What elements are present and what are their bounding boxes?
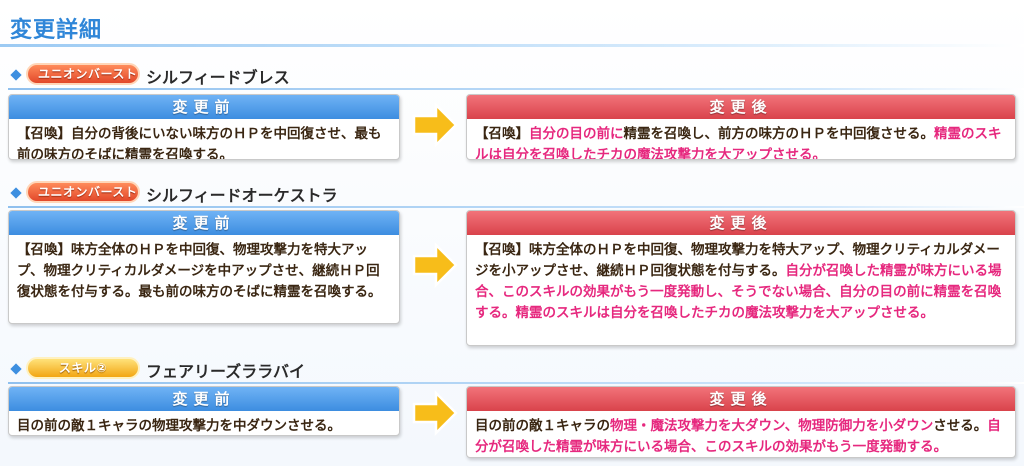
after-header: 変更後: [467, 95, 1015, 119]
section-header: スキル② フェアリーズララバイ: [0, 356, 1024, 384]
skill-name: フェアリーズララバイ: [146, 362, 306, 381]
skill-section-3: スキル② フェアリーズララバイ 変更前 目の前の敵１キャラの物理攻撃力を中ダウン…: [0, 356, 1024, 464]
after-text-changed: 自分が召喚した精霊が味方にいる場合、このスキルの効果がもう一度発動し、そうでない…: [475, 263, 1002, 321]
title-divider: [0, 44, 1024, 47]
after-text-changed: 精霊のスキルは自分を召喚したチカの魔法攻撃力を大アップさせる。: [475, 126, 1002, 160]
after-box: 変更後 【召喚】味方全体のＨＰを中回復、物理攻撃力を特大アップ、物理クリティカル…: [466, 210, 1016, 346]
skill-name: シルフィードオーケストラ: [146, 186, 338, 205]
before-box: 変更前 【召喚】味方全体のＨＰを中回復、物理攻撃力を特大アップ、物理クリティカル…: [8, 210, 400, 324]
after-text-changed: 自分が召喚した精霊が味方にいる場合、このスキルの効果がもう一度発動する。: [475, 418, 1001, 455]
after-text-changed: 物理・魔法攻撃力を大ダウン、物理防御力を小ダウン: [610, 418, 934, 434]
after-text-unchanged: させる。: [933, 418, 988, 434]
page-title: 変更詳細: [10, 18, 103, 43]
skill-section-1: ユニオンバースト シルフィードブレス 変更前 【召喚】自分の背後にいない味方のＨ…: [0, 62, 1024, 174]
before-header: 変更前: [9, 211, 399, 235]
before-text: 【召喚】味方全体のＨＰを中回復、物理攻撃力を特大アップ、物理クリティカルダメージ…: [17, 242, 382, 300]
after-header: 変更後: [467, 211, 1015, 235]
diamond-icon: [10, 187, 22, 199]
section-header: ユニオンバースト シルフィードブレス: [0, 62, 1024, 90]
before-box: 変更前 【召喚】自分の背後にいない味方のＨＰを中回復させ、最も前の味方のそばに精…: [8, 94, 400, 160]
diamond-icon: [10, 69, 22, 81]
after-header: 変更後: [467, 387, 1015, 411]
skill-type-tag: ユニオンバースト: [26, 181, 140, 203]
after-box: 変更後 目の前の敵１キャラの物理・魔法攻撃力を大ダウン、物理防御力を小ダウンさせ…: [466, 386, 1016, 458]
before-box: 変更前 目の前の敵１キャラの物理攻撃力を中ダウンさせる。: [8, 386, 400, 436]
right-arrow-icon: [412, 242, 458, 288]
skill-type-tag: ユニオンバースト: [26, 63, 140, 85]
section-divider: [8, 206, 1024, 208]
before-header: 変更前: [9, 95, 399, 119]
after-text: 【召喚】味方全体のＨＰを中回復、物理攻撃力を特大アップ、物理クリティカルダメージ…: [467, 235, 1015, 324]
after-text-changed: 自分の目の前に: [529, 126, 624, 142]
skill-type-tag: スキル②: [26, 357, 140, 379]
section-header: ユニオンバースト シルフィードオーケストラ: [0, 180, 1024, 208]
skill-section-2: ユニオンバースト シルフィードオーケストラ 変更前 【召喚】味方全体のＨＰを中回…: [0, 180, 1024, 350]
before-text: 【召喚】自分の背後にいない味方のＨＰを中回復させ、最も前の味方のそばに精霊を召喚…: [17, 126, 382, 160]
right-arrow-icon: [412, 390, 458, 436]
before-text: 目の前の敵１キャラの物理攻撃力を中ダウンさせる。: [17, 418, 341, 434]
skill-name: シルフィードブレス: [146, 68, 290, 87]
after-text: 目の前の敵１キャラの物理・魔法攻撃力を大ダウン、物理防御力を小ダウンさせる。自分…: [467, 411, 1015, 457]
after-box: 変更後 【召喚】自分の目の前に精霊を召喚し、前方の味方のＨＰを中回復させる。精霊…: [466, 94, 1016, 160]
after-text-unchanged: 目の前の敵１キャラの: [475, 418, 610, 434]
section-divider: [8, 382, 1024, 384]
after-text-unchanged: 精霊を召喚し、前方の味方のＨＰを中回復させる。: [623, 126, 935, 142]
section-divider: [8, 88, 1024, 90]
right-arrow-icon: [412, 102, 458, 148]
after-text: 【召喚】自分の目の前に精霊を召喚し、前方の味方のＨＰを中回復させる。精霊のスキル…: [467, 119, 1015, 160]
after-text-unchanged: 【召喚】: [475, 126, 529, 142]
diamond-icon: [10, 363, 22, 375]
after-text-unchanged: 【召喚】味方全体のＨＰを中回復、物理攻撃力を特大アップ、物理クリティカルダメージ…: [475, 242, 1000, 279]
before-header: 変更前: [9, 387, 399, 411]
